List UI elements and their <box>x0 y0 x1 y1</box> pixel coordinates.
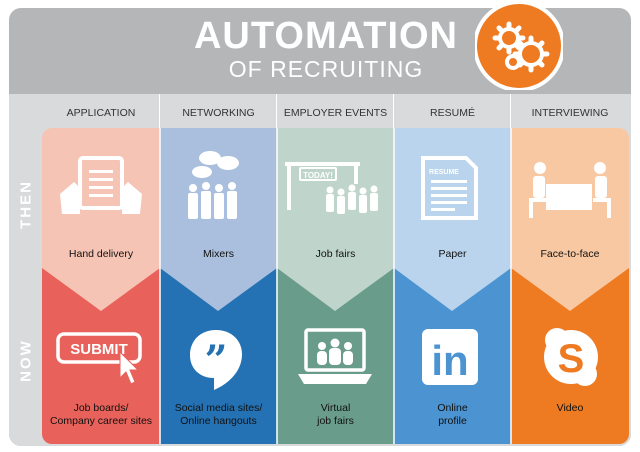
now-label-line: Company career sites <box>49 415 153 427</box>
now-label-interviewing: Video <box>511 402 629 415</box>
now-label-line: Virtual <box>320 402 351 414</box>
then-chevron-networking <box>160 128 277 311</box>
skype-icon: S <box>544 328 598 386</box>
people-chat-icon <box>188 151 239 219</box>
booth-crowd-icon: TODAY! <box>285 162 378 214</box>
now-label-line: profile <box>438 415 467 427</box>
svg-text:SUBMIT: SUBMIT <box>70 341 128 358</box>
now-label-resume: Online profile <box>394 402 511 428</box>
submit-button-cursor-icon: SUBMIT <box>56 332 142 385</box>
now-label-application: Job boards/ Company career sites <box>42 402 160 428</box>
header-interviewing: INTERVIEWING <box>531 107 609 119</box>
hands-document-icon <box>60 156 142 214</box>
paper-resume-icon: RESUME <box>421 156 478 220</box>
header-divider <box>510 94 511 128</box>
now-label-line: Video <box>556 402 584 414</box>
svg-text:TODAY!: TODAY! <box>303 171 333 180</box>
linkedin-icon: in <box>422 329 478 385</box>
now-label-networking: Social media sites/ Online hangouts <box>160 402 277 428</box>
now-label-line: Job boards/ <box>73 402 129 414</box>
then-label-resume: Paper <box>438 248 467 260</box>
then-chevron-application <box>42 128 160 311</box>
header-divider <box>393 94 394 128</box>
now-label-line: job fairs <box>317 415 354 427</box>
laptop-people-icon <box>298 328 372 384</box>
svg-text:S: S <box>558 337 585 381</box>
svg-text:RESUME: RESUME <box>429 169 459 176</box>
then-label-networking: Mixers <box>203 248 234 260</box>
svg-text:in: in <box>431 337 468 384</box>
header-resume: RESUMÉ <box>430 107 475 119</box>
then-label-interviewing: Face-to-face <box>540 248 600 260</box>
header-divider <box>276 94 277 128</box>
interview-table-icon <box>529 162 611 218</box>
header-divider <box>159 94 160 128</box>
now-label-line: Social media sites/ <box>174 402 263 414</box>
svg-text:”: ” <box>204 337 227 384</box>
gears-icon <box>475 2 563 90</box>
now-label-line: Online hangouts <box>180 415 257 427</box>
then-label-employer-events: Job fairs <box>315 248 356 260</box>
now-label-line: Online <box>437 402 468 414</box>
then-chevron-employer-events <box>277 128 394 311</box>
now-label-employer-events: Virtual job fairs <box>277 402 394 428</box>
title-sub: OF RECRUITING <box>228 56 424 82</box>
hangouts-icon: ” <box>190 330 242 390</box>
title-main: AUTOMATION <box>193 15 458 57</box>
header-employer-events: EMPLOYER EVENTS <box>283 107 388 119</box>
then-label-application: Hand delivery <box>68 248 134 260</box>
header-networking: NETWORKING <box>182 107 255 119</box>
header-application: APPLICATION <box>66 107 136 119</box>
